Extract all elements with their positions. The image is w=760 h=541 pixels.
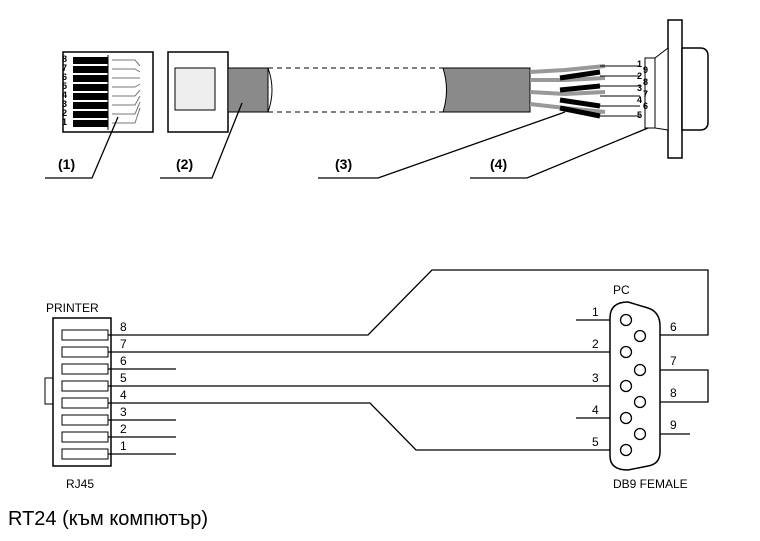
plug-pin-number: 2 — [62, 108, 67, 118]
rj45-pin-number: 3 — [120, 405, 127, 419]
rj45-pin-number: 5 — [120, 371, 127, 385]
plug-pin-number: 4 — [62, 90, 67, 100]
db9-socket-symbol — [609, 301, 661, 471]
plug-pin-number: 5 — [62, 81, 67, 91]
rj45-pin-number: 7 — [120, 337, 127, 351]
db9-label: DB9 FEMALE — [613, 477, 688, 491]
db9-pin-number: 9 — [670, 418, 677, 432]
db9-pin-number: 8 — [670, 386, 677, 400]
plug-pin-number: 8 — [62, 54, 67, 64]
rj45-pin-number: 1 — [120, 439, 127, 453]
rj45-pin-number: 2 — [120, 422, 127, 436]
db9-small-number: 1 — [637, 59, 642, 69]
db9-pin-number: 4 — [592, 403, 599, 417]
db9-small-number: 9 — [643, 65, 648, 75]
db9-small-number: 3 — [637, 83, 642, 93]
db9-small-number: 7 — [643, 89, 648, 99]
db9-small-number: 2 — [637, 71, 642, 81]
db9-pin-number: 7 — [670, 354, 677, 368]
db9-small-number: 6 — [643, 101, 648, 111]
cable-jacket — [227, 67, 531, 113]
callout-label: (1) — [58, 156, 75, 172]
db9-pin-number: 2 — [592, 337, 599, 351]
rj45-label: RJ45 — [66, 477, 94, 491]
db9-small-number: 4 — [637, 95, 642, 105]
rj45-plug-drawing — [62, 51, 229, 133]
fanned-wires — [529, 64, 640, 119]
callout-label: (4) — [490, 156, 507, 172]
caption: RT24 (към компютър) — [8, 508, 208, 530]
callout-lines — [45, 102, 649, 179]
callout-label: (3) — [335, 156, 352, 172]
db9-connector-drawing — [644, 19, 709, 159]
rj45-pin-number: 4 — [120, 388, 127, 402]
rj45-socket-symbol — [44, 317, 112, 467]
db9-small-number: 5 — [637, 110, 642, 120]
rj45-pin-number: 8 — [120, 320, 127, 334]
db9-pin-number: 5 — [592, 435, 599, 449]
db9-pin-number: 3 — [592, 371, 599, 385]
db9-pin-number: 1 — [592, 305, 599, 319]
db9-small-number: 8 — [643, 77, 648, 87]
plug-contacts — [73, 57, 108, 127]
plug-pin-number: 6 — [62, 72, 67, 82]
rj45-pin-number: 6 — [120, 354, 127, 368]
printer-label: PRINTER — [46, 301, 99, 315]
plug-pin-number: 3 — [62, 99, 67, 109]
pc-label: PC — [613, 283, 630, 297]
callout-label: (2) — [176, 156, 193, 172]
db9-pin-number: 6 — [670, 320, 677, 334]
wiring — [108, 269, 709, 455]
plug-pin-number: 7 — [62, 63, 67, 73]
plug-pin-number: 1 — [62, 117, 67, 127]
